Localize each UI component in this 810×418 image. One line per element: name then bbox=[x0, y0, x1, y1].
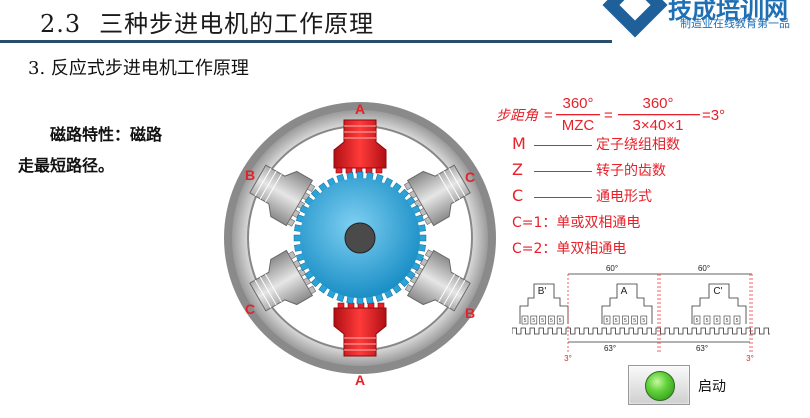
top-pitch-label-1: 60° bbox=[606, 264, 618, 273]
logo-title: 技成培训网 bbox=[668, 0, 788, 24]
stator-tooth-label: 5 bbox=[606, 318, 609, 324]
pole-c-prime-label: C' bbox=[713, 286, 722, 297]
header-divider bbox=[0, 40, 612, 43]
stator-tooth bbox=[733, 315, 741, 325]
stator-tooth bbox=[713, 315, 721, 325]
stator-pole-outline bbox=[519, 283, 569, 324]
description-line-1: 磁路特性：磁路 bbox=[50, 125, 163, 144]
offset-label-1: 3° bbox=[564, 354, 572, 362]
pole-label-bottom: A bbox=[355, 372, 365, 388]
formula-fraction-bar-1 bbox=[556, 114, 600, 116]
stator-tooth-label: 5 bbox=[726, 318, 729, 324]
formula-denominator-2: 3×40×1 bbox=[633, 117, 684, 134]
stator-tooth-label: 5 bbox=[706, 318, 709, 324]
formula-prefix: 步距角 bbox=[496, 108, 539, 124]
legend-dash bbox=[534, 144, 592, 146]
legend-symbol: M bbox=[512, 134, 526, 153]
formula-numerator-2: 360° bbox=[642, 95, 673, 112]
legend-text: 定子绕组相数 bbox=[596, 137, 680, 153]
stator-tooth-label: 5 bbox=[624, 318, 627, 324]
stator-tooth-label: 5 bbox=[615, 318, 618, 324]
formula-denominator-1: MZC bbox=[562, 117, 595, 134]
pole-label-upper-right: C bbox=[465, 169, 475, 185]
legend-row-m: M 定子绕组相数 bbox=[512, 134, 680, 154]
section-number: 2.3 bbox=[40, 10, 82, 38]
bottom-pitch-label-1: 63° bbox=[604, 344, 616, 353]
pole-label-upper-left: B bbox=[245, 167, 255, 183]
legend-row-c1: C=1：单或双相通电 bbox=[512, 215, 641, 231]
pole-label-top: A bbox=[355, 101, 365, 117]
stator-tooth-label: 5 bbox=[541, 318, 544, 324]
legend-symbol: C bbox=[512, 186, 524, 205]
formula-result: =3° bbox=[702, 107, 725, 124]
stator-tooth-label: 5 bbox=[736, 318, 739, 324]
stator-tooth bbox=[703, 315, 711, 325]
page-title-text: 三种步进电机的工作原理 bbox=[99, 10, 375, 38]
stator-tooth bbox=[556, 315, 564, 325]
stator-tooth-label: 5 bbox=[550, 318, 553, 324]
stator-tooth-label: 5 bbox=[696, 318, 699, 324]
pole-c-lower bbox=[249, 249, 317, 312]
stator-pole-outline bbox=[691, 283, 747, 324]
stepper-motor-diagram: A A B B C C bbox=[224, 101, 496, 388]
stator-tooth bbox=[622, 315, 629, 325]
legend-text: 转子的齿数 bbox=[596, 163, 666, 179]
stator-pole-outline bbox=[601, 283, 653, 324]
stator-tooth-label: 5 bbox=[532, 318, 535, 324]
stator-tooth bbox=[548, 315, 555, 325]
stator-tooth-label: 5 bbox=[633, 318, 636, 324]
legend-dash bbox=[534, 170, 592, 172]
formula-fraction-bar-2 bbox=[618, 114, 700, 116]
pole-a-bottom bbox=[333, 302, 387, 357]
stator-tooth-label: 5 bbox=[559, 318, 562, 324]
legend-row-z: Z 转子的齿数 bbox=[512, 160, 666, 180]
legend-row-c: C 通电形式 bbox=[512, 186, 652, 206]
formula-equals-1: = bbox=[544, 107, 553, 124]
stator-tooth-label: 5 bbox=[716, 318, 719, 324]
start-button[interactable] bbox=[628, 365, 690, 405]
stator-tooth bbox=[530, 315, 538, 325]
top-pitch-label-2: 60° bbox=[698, 264, 710, 273]
legend-dash bbox=[534, 196, 592, 198]
pole-c-upper bbox=[403, 164, 471, 227]
formula-equals-2: = bbox=[604, 107, 613, 124]
stator-tooth bbox=[723, 315, 731, 325]
start-label: 启动 bbox=[698, 379, 726, 395]
pole-a-top bbox=[333, 119, 387, 174]
pole-b-prime-label: B' bbox=[538, 286, 547, 297]
pole-b-lower bbox=[404, 249, 471, 312]
offset-label-2: 3° bbox=[746, 354, 754, 362]
legend-row-c2: C=2：单双相通电 bbox=[512, 241, 627, 257]
bottom-pitch-label-2: 63° bbox=[696, 344, 708, 353]
section-title: 3. 反应式步进电机工作原理 bbox=[28, 58, 249, 79]
step-angle-formula: 步距角 = 360° MZC = 360° 3×40×1 =3° bbox=[496, 95, 725, 134]
pole-b-upper bbox=[249, 164, 316, 227]
stator-tooth-label: 5 bbox=[524, 318, 527, 324]
stator-tooth bbox=[521, 315, 529, 325]
legend-text: 通电形式 bbox=[596, 189, 652, 205]
stator-tooth bbox=[539, 315, 546, 325]
page-title: 2.3 三种步进电机的工作原理 bbox=[40, 4, 374, 39]
stator-tooth-label: 5 bbox=[642, 318, 645, 324]
pole-label-lower-right: B bbox=[465, 305, 475, 321]
formula-numerator-1: 360° bbox=[562, 95, 593, 112]
logo-subtitle: 制造业在线教育第一品 bbox=[680, 17, 790, 30]
stator-poles bbox=[249, 119, 471, 357]
pole-label-lower-left: C bbox=[245, 301, 255, 317]
start-led-icon[interactable] bbox=[645, 371, 675, 401]
rotor-tooth-row bbox=[512, 327, 770, 335]
stator-tooth bbox=[640, 315, 648, 325]
description-line-2: 走最短路径。 bbox=[18, 156, 115, 175]
pole-a-label: A bbox=[621, 286, 628, 297]
stator-tooth bbox=[612, 315, 620, 325]
stator-tooth bbox=[603, 315, 611, 325]
stator-tooth bbox=[693, 315, 701, 325]
legend-symbol: Z bbox=[512, 160, 523, 179]
rotor-shaft bbox=[344, 222, 376, 254]
stator-tooth bbox=[631, 315, 638, 325]
